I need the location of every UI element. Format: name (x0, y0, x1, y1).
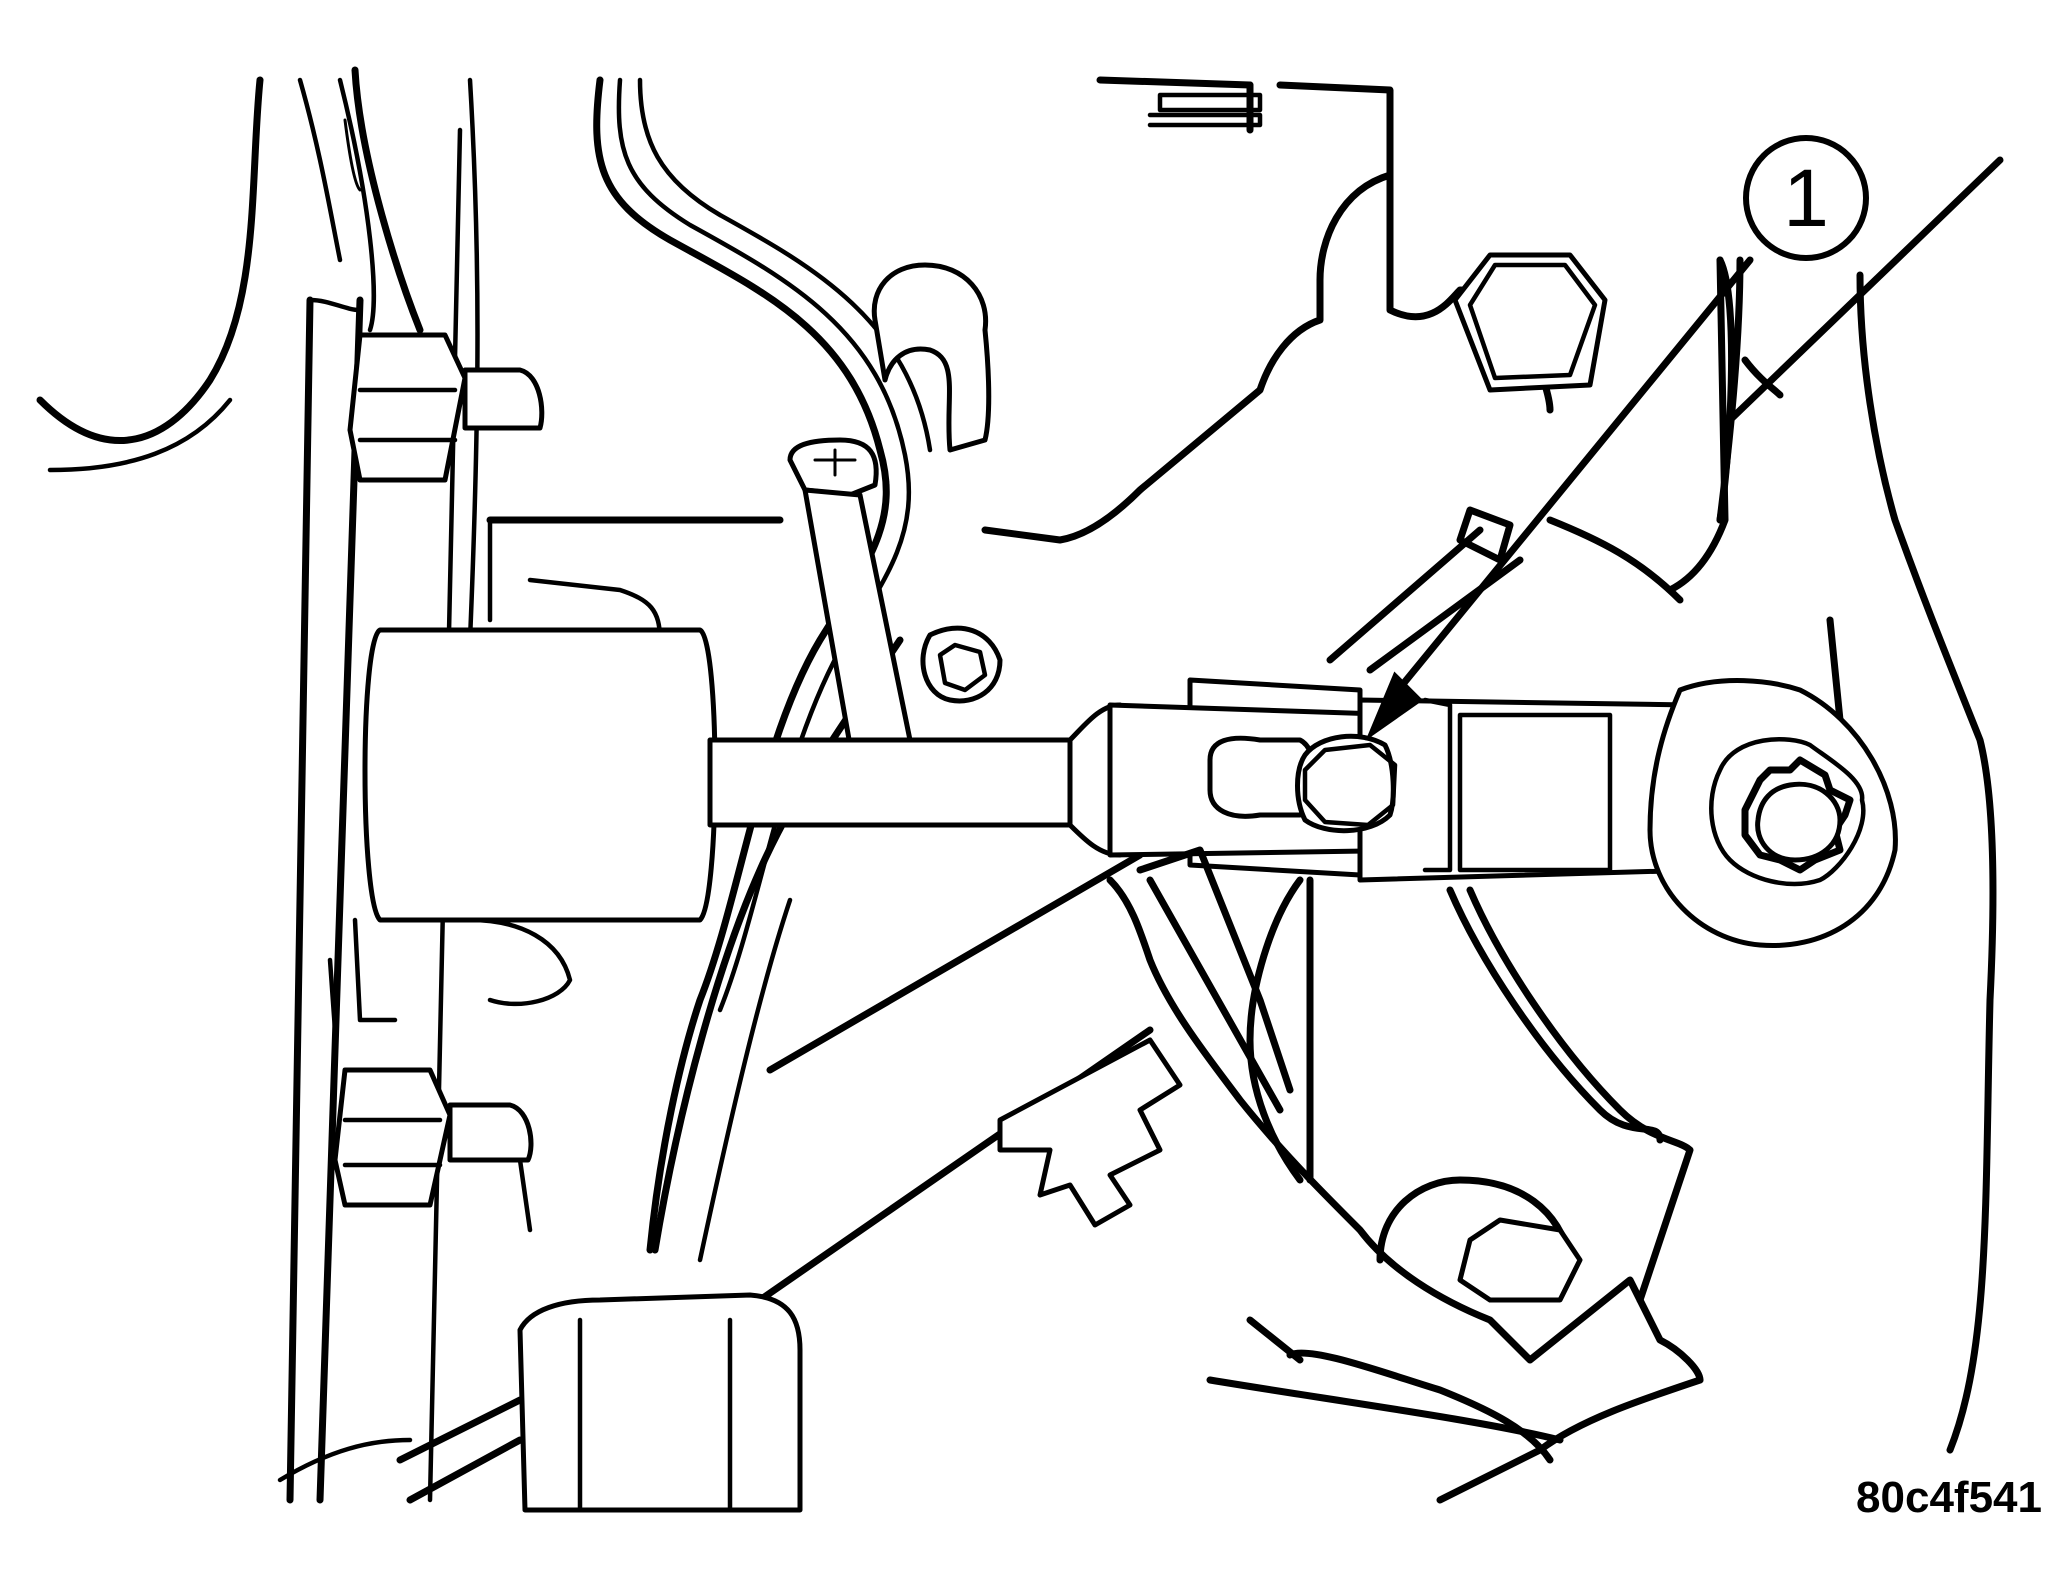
electrical-connector (396, 1292, 803, 1513)
hex-bolt-center (920, 625, 1003, 704)
left-panel-curves (36, 66, 480, 643)
screw-head (787, 437, 879, 498)
right-structure (1546, 156, 2004, 1454)
figure-id-label: 80c4f541 (1856, 1473, 2042, 1522)
lower-nut (332, 1067, 534, 1208)
hex-bolt-top-right (1452, 252, 1608, 393)
callout-leader-arrow (1365, 256, 1754, 741)
actuator-cylinder (362, 627, 718, 923)
strap (802, 487, 913, 748)
upper-nut (347, 332, 545, 483)
callout-1: 1 (1743, 135, 1869, 261)
rod-end (1647, 678, 1898, 949)
hose-loop (871, 262, 992, 453)
switch-block (997, 846, 1294, 1228)
pedal-arm (1106, 876, 1704, 1504)
callout-1-label: 1 (1783, 153, 1829, 244)
adjustment-nut (1295, 733, 1398, 834)
callout-1-circle (1743, 135, 1869, 261)
